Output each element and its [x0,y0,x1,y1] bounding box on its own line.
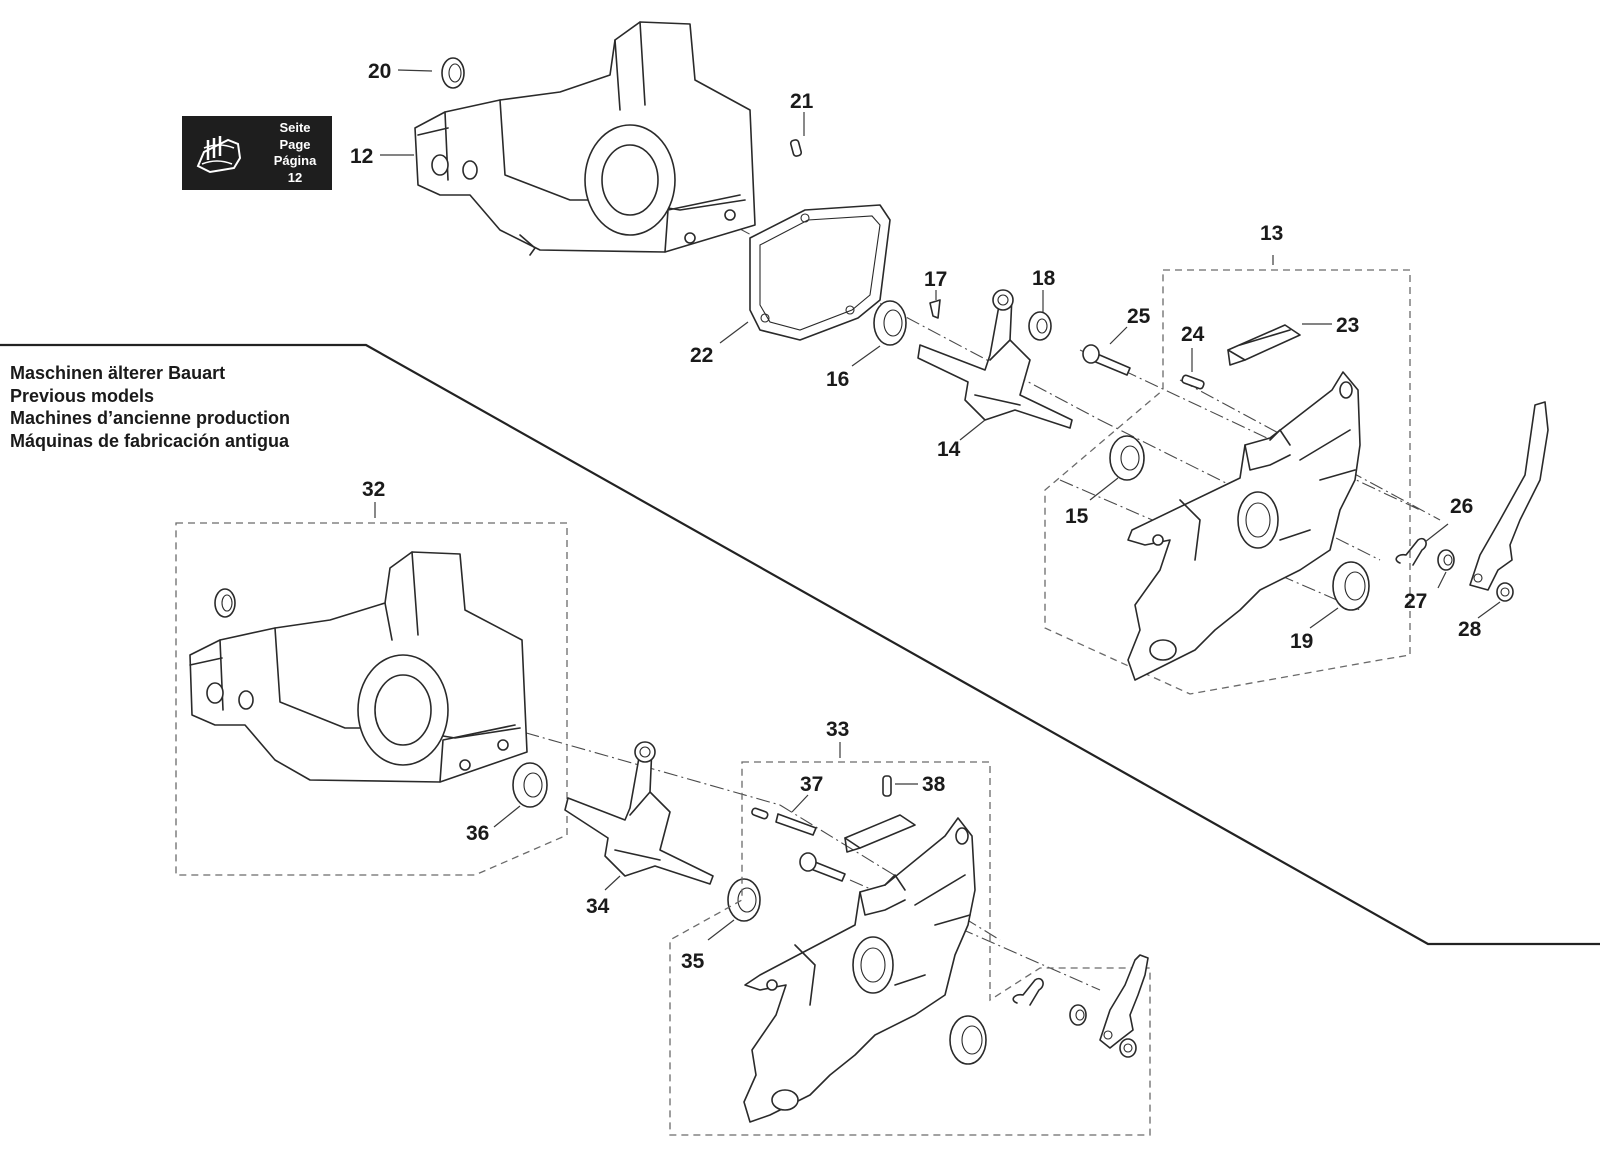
label-21: 21 [790,90,814,113]
label-25: 25 [1127,305,1151,328]
nut-part-28 [1496,582,1514,602]
assembly-box-13 [1044,269,1411,695]
label-17: 17 [924,268,947,291]
oil-seal-old [214,588,236,618]
label-38: 38 [922,773,946,796]
label-24: 24 [1181,323,1205,346]
oil-seal-part-old-2 [949,1015,987,1065]
crankshaft-part-34 [564,741,714,885]
model-divider-line [0,343,1600,946]
previous-models-note: Maschinen älterer Bauart Previous models… [10,362,290,452]
label-14: 14 [937,438,961,461]
leader-20 [397,69,433,72]
bearing-part-36 [512,762,548,808]
oil-seal-part-20 [441,57,465,89]
bolt-part-old [799,852,846,882]
note-line-fr: Machines d’ancienne production [10,408,291,428]
label-12: 12 [350,145,373,168]
page-ref-line-page: Page [279,136,311,152]
nut-part-old [1119,1038,1137,1058]
note-line-en: Previous models [10,385,155,406]
leader-36 [493,805,521,828]
brake-lever-old [1099,954,1149,1049]
page-ref-line-pagina: Página [273,153,317,168]
label-15: 15 [1065,505,1089,528]
label-23: 23 [1336,314,1359,337]
crankcase-page-icon [196,136,242,174]
page-ref-number: 12 [287,169,303,185]
crankcase-part-32 [189,551,528,783]
bolt-part-25 [1082,344,1131,376]
note-line-es: Máquinas de fabricación antigua [10,430,290,451]
label-28: 28 [1458,618,1482,641]
label-22: 22 [690,344,713,367]
label-27: 27 [1404,590,1427,613]
leader-14 [959,419,986,441]
spring-clip-old [844,814,916,853]
note-line-de: Maschinen älterer Bauart [10,363,226,383]
leader-26 [1424,523,1449,543]
pin-part-38 [882,775,892,797]
leader-22 [719,321,749,344]
leader-15 [1089,477,1119,501]
stud-part-37 [775,813,817,836]
leader-25 [1109,326,1128,345]
bearing-part-16 [873,300,907,346]
pin-part-24 [1181,374,1205,390]
bearing-part-35 [727,878,761,922]
label-19: 19 [1290,630,1313,653]
page-ref-line-seite: Seite [279,120,311,135]
spring-part-26 [1395,537,1427,566]
page-reference-text: Seite Page Página 12 [260,120,330,186]
brake-lever-part [1469,401,1549,591]
page-reference-box: Seite Page Página 12 [182,116,332,190]
label-20: 20 [368,60,391,83]
assembly-box-32 [175,522,568,876]
pin-part-21 [789,139,803,157]
leader-16 [851,345,881,367]
crankcase-part-12 [414,21,756,256]
label-26: 26 [1450,495,1473,518]
label-32: 32 [362,478,385,501]
chain-sprocket-housing-33 [743,817,976,1123]
label-18: 18 [1032,267,1056,290]
label-16: 16 [826,368,849,391]
key-part-17 [929,299,941,319]
assembly-axis-line-old [409,699,1101,991]
spring-clip-part-23 [1227,324,1301,366]
label-36: 36 [466,822,489,845]
leader-27 [1437,571,1447,589]
washer-part-27 [1437,549,1455,571]
chain-sprocket-housing-13 [1127,371,1361,681]
spring-part-old [1012,977,1044,1006]
pin-part-old [751,807,769,820]
oil-seal-part-19 [1332,561,1370,611]
gasket-part-22 [749,204,891,341]
leader-19 [1309,607,1339,629]
label-35: 35 [681,950,705,973]
label-34: 34 [586,895,610,918]
leader-35 [707,919,735,941]
leader-28 [1477,601,1501,619]
washer-part-old [1069,1004,1087,1026]
assembly-box-33 [669,761,1151,1136]
needle-bearing-part-18 [1028,311,1052,341]
bearing-part-15 [1109,435,1145,481]
leader-37 [791,794,809,813]
leader-34 [604,875,621,891]
label-13: 13 [1260,222,1283,245]
label-33: 33 [826,718,849,741]
label-37: 37 [800,773,823,796]
crankshaft-part-14 [917,289,1073,429]
